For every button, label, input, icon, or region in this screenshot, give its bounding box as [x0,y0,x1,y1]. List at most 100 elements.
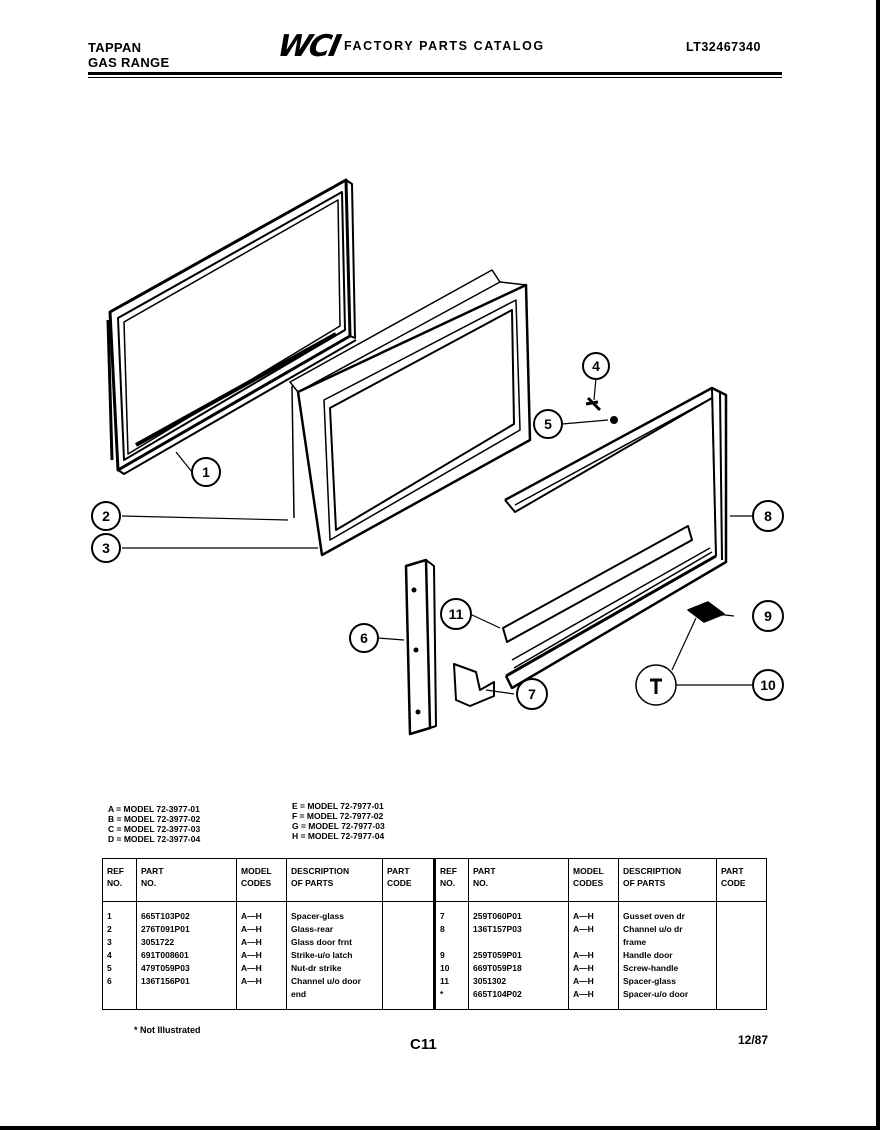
table-cell: A—H [241,911,262,921]
model-legend-left: A = MODEL 72-3977-01 B = MODEL 72-3977-0… [108,804,200,844]
table-cell: Handle door [623,950,673,960]
table-cell: 136T156P01 [141,976,190,986]
table-cell: 2 [107,924,112,934]
table-cell: 11 [440,976,449,986]
table-cell: 259T059P01 [473,950,522,960]
table-cell: A—H [241,937,262,947]
table-cell: A—H [573,924,594,934]
exploded-diagram: 1 2 3 4 5 6 7 8 9 10 11 [91,178,784,736]
callout-number: 3 [102,540,110,556]
wci-logo: WCI [274,29,343,64]
table-cell: 691T008601 [141,950,189,960]
right-code-column [716,901,767,1010]
callout-9: 9 [752,600,784,632]
callout-number: 6 [360,630,368,646]
table-cell: 479T059P03 [141,963,190,973]
brand-name: TAPPAN [88,40,142,55]
table-cell: 6 [107,976,112,986]
callout-8: 8 [752,500,784,532]
table-cell: Strike-u/o latch [291,950,353,960]
header-rule [88,72,782,75]
table-cell [473,936,568,949]
table-cell: 276T091P01 [141,924,190,934]
callout-number: 4 [592,358,600,374]
table-cell: Gusset oven dr [623,911,685,921]
callout-2: 2 [91,501,121,531]
catalog-number: LT32467340 [686,40,761,54]
table-cell [241,988,286,1001]
callout-number: 5 [544,416,552,432]
callout-number: 9 [764,608,772,624]
table-cell: 136T157P03 [473,924,522,934]
callout-11: 11 [440,598,472,630]
callout-number: 10 [760,677,776,693]
table-cell: A—H [573,911,594,921]
model-line: A = MODEL 72-3977-01 [108,804,200,814]
table-cell: end [291,989,307,999]
left-code-column [382,901,435,1010]
table-cell: 8 [440,924,445,934]
table-cell: Glass door frnt [291,937,352,947]
table-cell: * [440,989,444,999]
table-cell: Spacer-glass [623,976,676,986]
table-cell: A—H [241,976,262,986]
table-cell: 7 [440,911,445,921]
callout-number: 11 [449,606,464,622]
table-cell [440,936,468,949]
part-nut-drawing [610,416,618,424]
table-cell [573,936,618,949]
callout-5: 5 [533,409,563,439]
callout-4: 4 [582,352,610,380]
table-cell: 3051302 [473,976,507,986]
table-cell: Nut-dr strike [291,963,342,973]
table-cell: 665T104P02 [473,989,522,999]
callout-10: 10 [752,669,784,701]
table-cell: 665T103P02 [141,911,190,921]
part-handle-drawing [687,601,725,623]
table-cell [141,988,236,1001]
part-strike-drawing [585,396,602,412]
table-cell: 1 [107,911,112,921]
callout-number: 8 [764,508,772,524]
table-cell: A—H [573,989,594,999]
callout-6: 6 [349,623,379,653]
table-cell: A—H [573,963,594,973]
callout-7: 7 [516,678,548,710]
part-channel-end-drawing [404,558,437,736]
model-line: E = MODEL 72-7977-01 [292,801,384,811]
catalog-title: FACTORY PARTS CATALOG [344,39,545,53]
table-cell [107,988,136,1001]
model-line: H = MODEL 72-7977-04 [292,831,385,841]
table-cell: A—H [241,950,262,960]
table-cell: frame [623,937,647,947]
model-line: B = MODEL 72-3977-02 [108,814,201,824]
model-line: F = MODEL 72-7977-02 [292,811,384,821]
part-spacer-strip-drawing [502,525,693,643]
callout-number: 7 [528,686,536,702]
table-cell: A—H [241,924,262,934]
table-cell: 10 [440,963,450,973]
table-cell: 3 [107,937,112,947]
table-cell: 669T059P18 [473,963,522,973]
table-cell: A—H [573,976,594,986]
table-cell: Channel u/o door [291,976,361,986]
table-cell: Spacer-u/o door [623,989,689,999]
part-spacer-glass-drawing [106,178,357,475]
table-cell: Screw-handle [623,963,679,973]
model-legend-right: E = MODEL 72-7977-01 F = MODEL 72-7977-0… [292,801,385,841]
